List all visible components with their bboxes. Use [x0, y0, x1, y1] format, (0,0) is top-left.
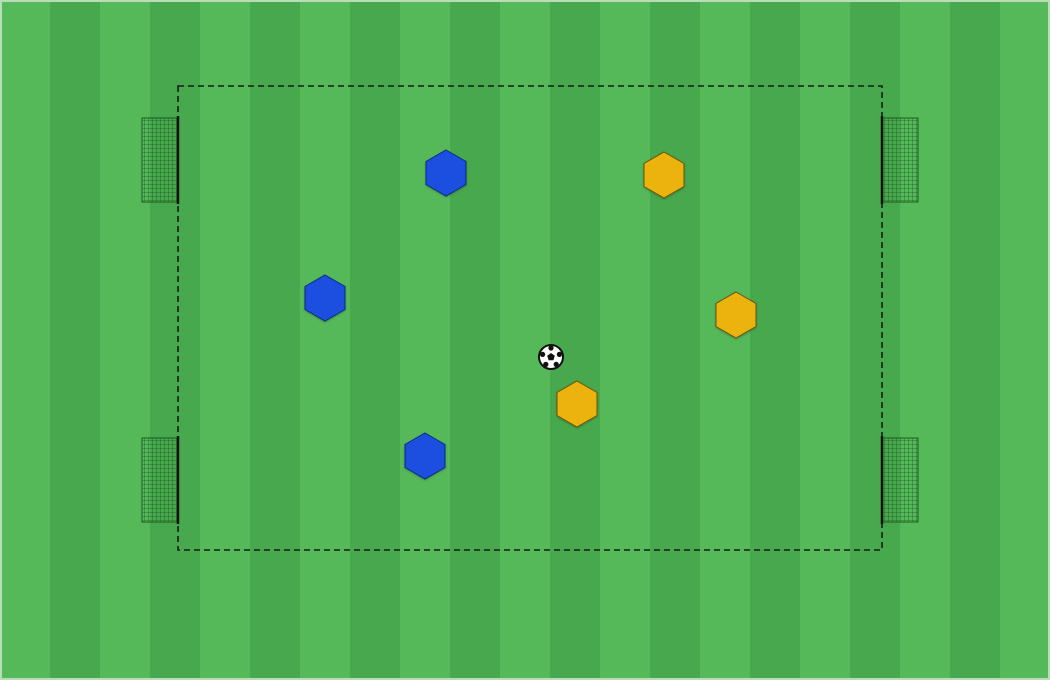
pitch-stripe: [750, 0, 800, 680]
pitch-stripe: [200, 0, 250, 680]
yellow-player-1-hexagon-marker-icon[interactable]: [643, 151, 685, 199]
pitch-stripe: [300, 0, 350, 680]
blue-player-1-hexagon-marker-icon[interactable]: [425, 149, 467, 197]
pitch-stripe: [100, 0, 150, 680]
blue-player-3-hexagon-marker-icon[interactable]: [404, 432, 446, 480]
pitch-stripe: [950, 0, 1000, 680]
yellow-player-2-hexagon-marker-icon[interactable]: [715, 291, 757, 339]
goal-top-left: [141, 116, 180, 204]
pitch-stripe: [50, 0, 100, 680]
yellow-team: [556, 151, 757, 428]
pitch-stripe: [400, 0, 450, 680]
pitch-stripe: [650, 0, 700, 680]
soccer-ball-icon[interactable]: [538, 344, 564, 370]
goal-bottom-right: [880, 436, 919, 524]
pitch-stripe: [900, 0, 950, 680]
pitch-stripe: [250, 0, 300, 680]
pitch-stripe: [800, 0, 850, 680]
pitch-stripe: [1000, 0, 1050, 680]
pitch-stripe: [550, 0, 600, 680]
yellow-player-3-hexagon-marker-icon[interactable]: [556, 380, 598, 428]
goal-top-right: [880, 116, 919, 204]
pitch-stripe: [0, 0, 50, 680]
goal-bottom-left: [141, 436, 180, 524]
playing-area-boundary: [177, 85, 883, 551]
goal-net-icon: [141, 117, 179, 203]
pitch-stripe: [700, 0, 750, 680]
blue-player-2-hexagon-marker-icon[interactable]: [304, 274, 346, 322]
pitch-stripe: [350, 0, 400, 680]
goal-net-icon: [141, 437, 179, 523]
pitch-stripe: [500, 0, 550, 680]
goal-net-icon: [881, 437, 919, 523]
pitch-stripe: [600, 0, 650, 680]
pitch-stripe: [450, 0, 500, 680]
pitch-stripe: [850, 0, 900, 680]
pitch-stripe: [150, 0, 200, 680]
blue-team: [304, 149, 467, 480]
goal-net-icon: [881, 117, 919, 203]
